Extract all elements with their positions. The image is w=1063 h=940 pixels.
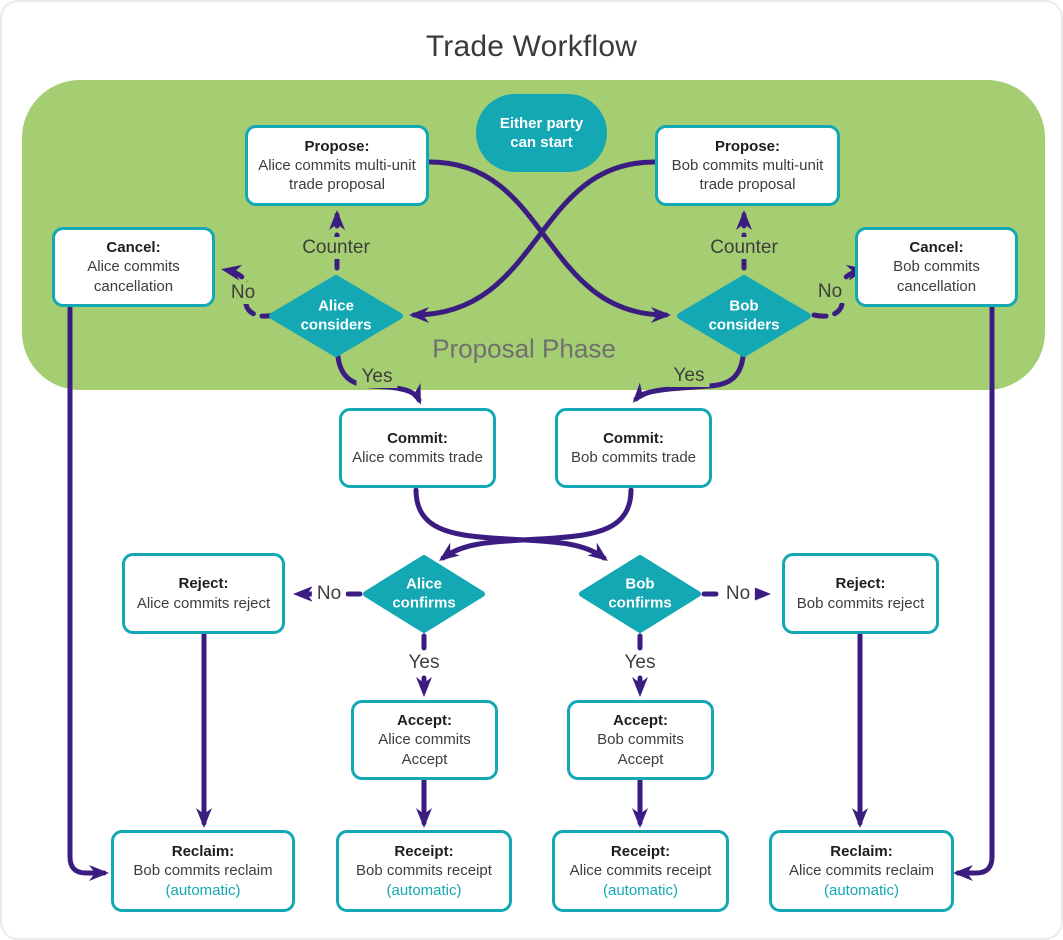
diamond-label-bob-confirms: Bob confirms	[608, 575, 672, 611]
edge-label-yes-alice-commit: Yes	[356, 366, 398, 388]
node-reclaim-bob-note: (automatic)	[165, 881, 241, 899]
edge-cancel-bob-to-reclaim	[953, 305, 995, 881]
edge-label-yes-bob-commit: Yes	[668, 365, 710, 387]
edge-label-no-bob-reject: No	[720, 583, 756, 605]
node-receipt-bob: Receipt: Bob commits receipt (automatic)	[336, 830, 512, 912]
node-commit-alice: Commit: Alice commits trade	[339, 408, 496, 488]
node-commit-bob: Commit: Bob commits trade	[555, 408, 712, 488]
node-receipt-bob-title: Receipt:	[394, 843, 454, 861]
node-reclaim-alice-body: Alice commits reclaim	[788, 862, 935, 880]
node-cancel-alice: Cancel: Alice commits cancellation	[52, 227, 215, 307]
node-reject-bob: Reject: Bob commits reject	[782, 553, 939, 634]
node-reject-bob-body: Bob commits reject	[796, 594, 925, 612]
edge-label-counter-bob: Counter	[705, 237, 783, 259]
node-reject-bob-title: Reject:	[835, 575, 886, 593]
diamond-bob-confirms	[579, 555, 701, 633]
node-receipt-alice-body: Alice commits receipt	[569, 862, 712, 880]
node-receipt-alice: Receipt: Alice commits receipt (automati…	[552, 830, 729, 912]
node-reclaim-alice: Reclaim: Alice commits reclaim (automati…	[769, 830, 954, 912]
edge-propose-bob-to-alice-considers	[409, 159, 657, 323]
node-accept-alice-title: Accept:	[396, 712, 452, 730]
node-receipt-bob-body: Bob commits receipt	[356, 862, 492, 880]
node-reclaim-bob: Reclaim: Bob commits reclaim (automatic)	[111, 830, 295, 912]
node-accept-alice: Accept: Alice commits Accept	[351, 700, 498, 780]
node-propose-alice-title: Propose:	[304, 137, 370, 155]
node-receipt-bob-note: (automatic)	[386, 881, 462, 899]
node-accept-bob-body: Bob commits Accept	[597, 731, 684, 768]
node-accept-bob: Accept: Bob commits Accept	[567, 700, 714, 780]
node-cancel-bob-title: Cancel:	[909, 239, 964, 257]
page-title: Trade Workflow	[425, 30, 638, 63]
node-cancel-alice-body: Alice commits cancellation	[87, 258, 180, 295]
node-commit-alice-title: Commit:	[387, 429, 448, 447]
node-commit-bob-title: Commit:	[603, 429, 664, 447]
node-cancel-bob-body: Bob commits cancellation	[893, 258, 980, 295]
node-reclaim-bob-title: Reclaim:	[171, 843, 235, 861]
diamond-alice-considers	[269, 275, 403, 357]
node-reject-alice-title: Reject:	[178, 575, 229, 593]
edge-label-yes-alice-accept: Yes	[403, 652, 445, 674]
diamond-alice-confirms	[363, 555, 485, 633]
node-reclaim-alice-note: (automatic)	[823, 881, 900, 899]
edge-commit-alice-to-bob-confirms	[413, 487, 609, 561]
node-receipt-alice-title: Receipt:	[610, 843, 671, 861]
node-propose-alice-body: Alice commits multi-unit trade proposal	[258, 156, 416, 194]
node-propose-alice: Propose: Alice commits multi-unit trade …	[245, 125, 429, 206]
node-propose-bob-body: Bob commits multi-unit trade proposal	[671, 156, 824, 194]
node-start-label: Either party can start	[499, 114, 584, 152]
node-propose-bob-title: Propose:	[714, 137, 780, 155]
edge-commit-bob-to-alice-confirms	[438, 487, 634, 561]
diamond-label-bob-considers: Bob considers	[708, 297, 780, 333]
node-reject-alice-body: Alice commits reject	[136, 594, 271, 612]
diamond-label-alice-considers: Alice considers	[300, 297, 372, 333]
edge-cancel-alice-to-reclaim	[67, 305, 109, 881]
node-receipt-alice-note: (automatic)	[602, 881, 679, 899]
proposal-phase-label: Proposal Phase	[432, 333, 616, 364]
node-commit-bob-body: Bob commits trade	[570, 449, 697, 466]
node-reject-alice: Reject: Alice commits reject	[122, 553, 285, 634]
edge-label-counter-alice: Counter	[297, 237, 375, 259]
node-cancel-alice-title: Cancel:	[106, 239, 161, 257]
diamond-label-alice-confirms: Alice confirms	[392, 575, 456, 611]
edge-label-no-bob-cancel: No	[812, 281, 848, 303]
node-accept-alice-body: Alice commits Accept	[378, 731, 471, 768]
edge-label-yes-bob-accept: Yes	[619, 652, 661, 674]
node-reclaim-alice-title: Reclaim:	[830, 843, 893, 861]
node-start: Either party can start	[476, 94, 607, 172]
diamond-bob-considers	[677, 275, 811, 357]
edge-label-no-alice-cancel: No	[225, 282, 261, 304]
edge-label-no-alice-reject: No	[311, 583, 347, 605]
edge-propose-alice-to-bob-considers	[427, 159, 671, 323]
node-accept-bob-title: Accept:	[612, 712, 668, 730]
node-cancel-bob: Cancel: Bob commits cancellation	[855, 227, 1018, 307]
node-commit-alice-body: Alice commits trade	[352, 449, 483, 466]
node-reclaim-bob-body: Bob commits reclaim	[133, 862, 273, 880]
node-propose-bob: Propose: Bob commits multi-unit trade pr…	[655, 125, 840, 206]
